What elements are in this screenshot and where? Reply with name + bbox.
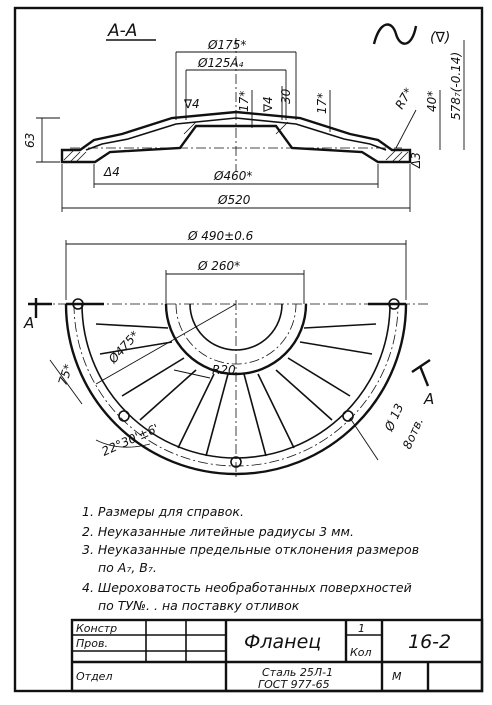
dim-d260: Ø 260* [197, 259, 240, 273]
note-3: 3. Неуказанные предельные отклонения раз… [82, 542, 419, 557]
roughness-tilde-icon [372, 23, 418, 45]
material-line-2: ГОСТ 977-65 [258, 678, 330, 691]
note-4: 4. Шероховатость необработанных поверхно… [82, 580, 412, 595]
dim-d490: Ø 490±0.6 [187, 229, 254, 243]
cut-mark-left: А [23, 314, 34, 332]
dim-r7: R7* [392, 85, 415, 111]
roughness-mark: (∇) [430, 30, 450, 46]
section-view: А-А (∇) Ø175* Ø125A₄ [23, 21, 465, 212]
dim-tol4c: Δ4 [103, 165, 120, 179]
dim-d175: Ø175* [207, 38, 246, 52]
dim-r20: R20 [212, 363, 236, 377]
dim-h63: 63 [23, 133, 37, 148]
tb-row1: Констр [76, 622, 117, 635]
section-hatching [63, 121, 409, 163]
section-profile [60, 110, 412, 164]
dim-h17a: 17* [237, 91, 251, 112]
dim-h30: 30 [279, 88, 293, 104]
section-label: А-А [107, 21, 137, 41]
dim-h17b: 17* [315, 93, 329, 114]
dim-h578: 578₇(-0.14) [449, 52, 463, 120]
tb-row3: Отдел [76, 670, 112, 683]
dim-w75: 75* [56, 362, 76, 387]
bolt-holes [72, 298, 400, 468]
dim-d460: Ø460* [213, 169, 252, 183]
dim-tol4b: ∇4 [261, 96, 275, 113]
radial-ribs [95, 323, 377, 457]
note-4-cont: по ТУ№. . на поставку отливок [98, 598, 300, 613]
material-line-1: Сталь 25Л-1 [262, 666, 333, 679]
tb-qty-label: Кол [350, 646, 372, 659]
drawing-code: 16-2 [408, 631, 451, 653]
flange-outer-edge [64, 303, 408, 476]
dim-holes: 8отв. [400, 416, 426, 452]
tb-row2: Пров. [76, 637, 108, 650]
dim-h40: 40* [425, 91, 439, 112]
plan-view: Ø 490±0.6 Ø 260* [23, 229, 434, 480]
dim-tol4a: ∇4 [183, 97, 200, 111]
note-3-cont: по А₇, В₇. [98, 560, 157, 575]
note-2: 2. Неуказанные литейные радиусы 3 мм. [82, 524, 354, 539]
dim-d13: Ø 13 [382, 401, 407, 434]
part-name: Фланец [244, 631, 321, 653]
tb-scale-label: М [392, 670, 402, 683]
note-1: 1. Размеры для справок. [82, 504, 244, 519]
dim-d125: Ø125A₄ [197, 56, 244, 70]
tb-qty: 1 [358, 622, 365, 635]
dim-d520: Ø520 [217, 193, 251, 207]
technical-notes: 1. Размеры для справок. 2. Неуказанные л… [82, 504, 419, 613]
cut-mark-right: А [423, 390, 434, 408]
dim-tol3: Δ3 [409, 152, 423, 169]
title-block: Констр Пров. Отдел Фланец 1 Кол 16-2 Ста… [70, 618, 484, 693]
